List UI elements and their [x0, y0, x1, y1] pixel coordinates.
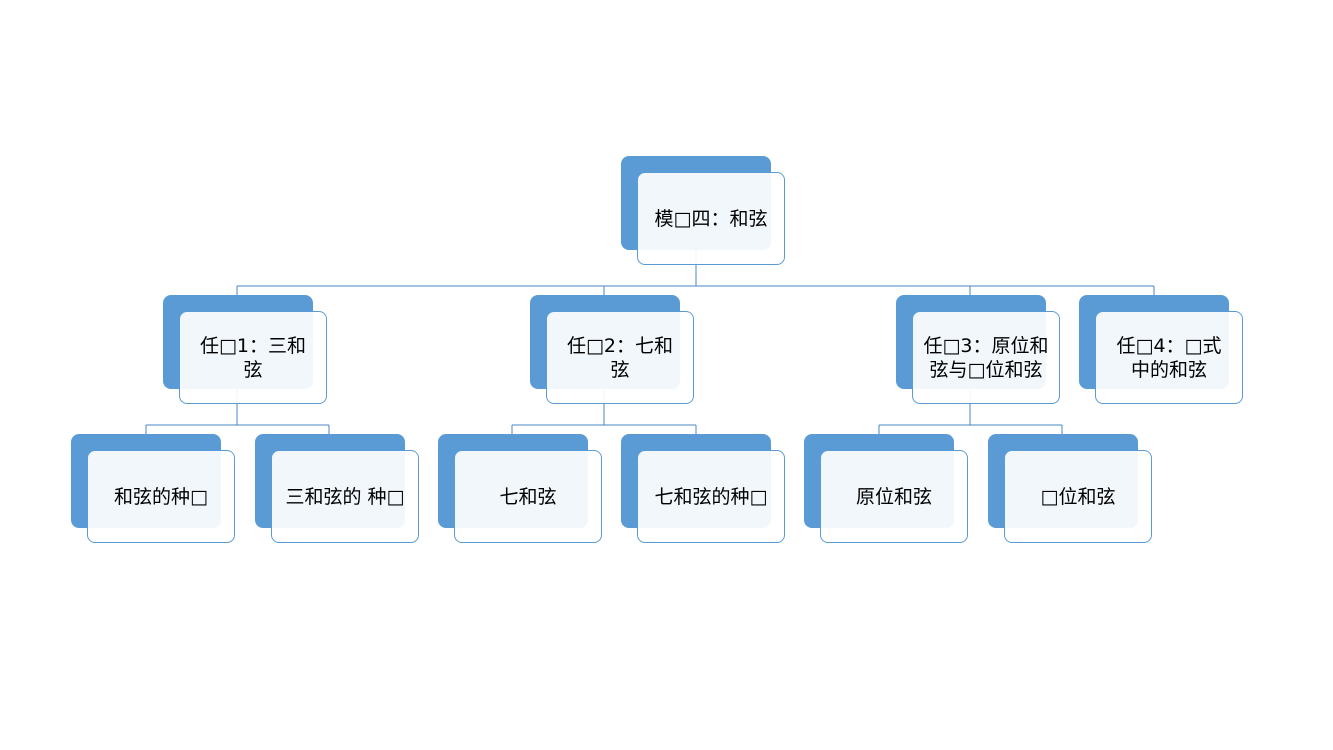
subtask-node-2-1-label: 七和弦: [499, 485, 557, 508]
task-node-3-label: 任□3：原位和弦与□位和弦: [923, 334, 1049, 381]
subtask-node-1-2-label: 三和弦的 种□: [285, 485, 405, 508]
subtask-node-3-1: 原位和弦: [804, 434, 970, 545]
task-node-1-label: 任□1：三和弦: [199, 334, 307, 381]
subtask-node-1-1-label: 和弦的种□: [114, 485, 208, 508]
root-node: 模□四：和弦: [621, 156, 787, 267]
subtask-node-3-2-card: □位和弦: [1004, 450, 1152, 543]
subtask-node-1-2-card: 三和弦的 种□: [271, 450, 419, 543]
root-node-label: 模□四：和弦: [654, 207, 768, 230]
task-node-4-label: 任□4：□式中的和弦: [1116, 334, 1222, 381]
root-node-card: 模□四：和弦: [637, 172, 785, 265]
subtask-node-2-1-card: 七和弦: [454, 450, 602, 543]
task-node-1-card: 任□1：三和弦: [179, 311, 327, 404]
subtask-node-2-2-card: 七和弦的种□: [637, 450, 785, 543]
subtask-node-2-2-label: 七和弦的种□: [654, 485, 768, 508]
subtask-node-1-1: 和弦的种□: [71, 434, 237, 545]
subtask-node-1-1-card: 和弦的种□: [87, 450, 235, 543]
subtask-node-2-1: 七和弦: [438, 434, 604, 545]
subtask-node-3-1-label: 原位和弦: [855, 485, 932, 508]
task-node-2: 任□2：七和弦: [530, 295, 696, 406]
task-node-3-card: 任□3：原位和弦与□位和弦: [912, 311, 1060, 404]
task-node-4: 任□4：□式中的和弦: [1079, 295, 1245, 406]
task-node-3: 任□3：原位和弦与□位和弦: [896, 295, 1062, 406]
subtask-node-3-1-card: 原位和弦: [820, 450, 968, 543]
subtask-node-2-2: 七和弦的种□: [621, 434, 787, 545]
task-node-1: 任□1：三和弦: [163, 295, 329, 406]
task-node-2-card: 任□2：七和弦: [546, 311, 694, 404]
subtask-node-3-2-label: □位和弦: [1040, 485, 1116, 508]
task-node-4-card: 任□4：□式中的和弦: [1095, 311, 1243, 404]
subtask-node-3-2: □位和弦: [988, 434, 1154, 545]
task-node-2-label: 任□2：七和弦: [566, 334, 674, 381]
subtask-node-1-2: 三和弦的 种□: [255, 434, 421, 545]
